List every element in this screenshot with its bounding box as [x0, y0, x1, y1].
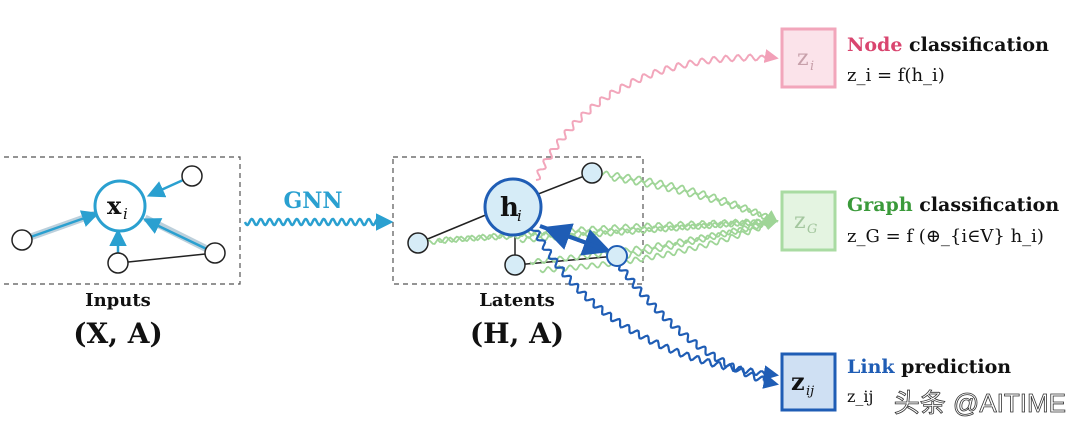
link-prediction-arrows	[530, 225, 780, 389]
graph-classification-wave	[611, 175, 779, 227]
node-classification-wave	[535, 49, 779, 181]
link-prediction-wave	[617, 265, 780, 389]
graph-classification-output: z G Graph classification z_G = f (⊕_{i∈V…	[780, 190, 1059, 252]
input-message-arrow	[142, 218, 216, 255]
latent-linked-node	[606, 245, 628, 267]
input-neighbor-node	[11, 229, 33, 251]
input-node-subscript: i	[123, 205, 128, 223]
link-box-subscript: ij	[806, 384, 814, 399]
graph-output-title: Graph classification	[847, 194, 1059, 216]
graph-classification-wave	[539, 217, 779, 274]
input-neighbor-node	[181, 165, 203, 187]
link-prediction-wave	[530, 225, 780, 381]
input-node-label: x	[107, 191, 122, 220]
graph-classification-wave	[597, 170, 779, 223]
link-output-formula: z_ij	[847, 387, 874, 406]
latent-neighbor-node	[581, 162, 603, 184]
latents-tuple: (H, A)	[470, 317, 564, 350]
input-neighbor-node	[107, 252, 129, 274]
link-output-box	[780, 352, 837, 412]
node-output-formula: z_i = f(h_i)	[847, 65, 945, 86]
graph-output-formula: z_G = f (⊕_{i∈V} h_i)	[847, 226, 1044, 247]
graph-output-box	[780, 190, 837, 252]
latents-nodes: h i Latents (H, A)	[407, 162, 628, 350]
gnn-wavy-arrow	[243, 213, 394, 231]
inputs-panel: x i Inputs (X, A)	[0, 156, 241, 350]
inputs-dashed-frame	[0, 156, 241, 285]
node-classification-output: z i Node classification z_i = f(h_i)	[780, 27, 1049, 89]
gnn-label: GNN	[283, 188, 342, 214]
node-output-title: Node classification	[847, 34, 1049, 56]
latent-node-label: h	[500, 193, 519, 223]
latent-neighbor-node	[407, 232, 429, 254]
link-highlight-arrow	[542, 223, 607, 252]
link-prediction-output: z ij Link prediction z_ij	[780, 352, 1011, 412]
link-output-title: Link prediction	[847, 356, 1011, 378]
latents-caption: Latents	[479, 290, 555, 311]
latent-node-subscript: i	[517, 207, 522, 225]
latent-neighbor-node	[504, 254, 526, 276]
inputs-tuple: (X, A)	[73, 317, 162, 350]
gnn-arrow-group: GNN	[243, 188, 394, 231]
node-box-subscript: i	[810, 59, 814, 74]
graph-classification-arrows	[419, 170, 779, 274]
input-center-node	[93, 179, 147, 233]
watermark-text: 头条 @AITIME	[894, 388, 1066, 418]
input-neighbor-node	[204, 242, 226, 264]
node-output-box	[780, 27, 837, 89]
graph-box-label: z	[794, 209, 806, 234]
inputs-caption: Inputs	[85, 290, 151, 311]
input-message-arrow	[21, 210, 100, 242]
node-classification-arrows	[535, 49, 779, 181]
input-edge	[117, 252, 216, 264]
node-box-label: z	[797, 46, 809, 71]
latent-center-node	[483, 177, 543, 237]
graph-box-subscript: G	[807, 222, 817, 237]
link-box-label: z	[791, 367, 805, 396]
